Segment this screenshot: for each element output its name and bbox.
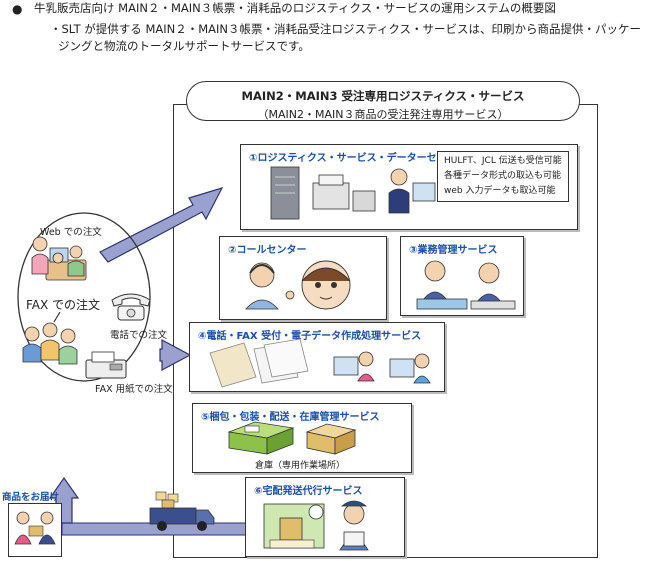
telephone-icon [111, 293, 151, 321]
service-2-label: ②コールセンター [228, 245, 307, 256]
bullet-mark: ● [12, 2, 23, 16]
service-2-call-center: ②コールセンター [219, 236, 387, 320]
delivery-truck-icon [149, 491, 215, 531]
delivery-label: 商品をお届け [2, 492, 60, 503]
header-line-2: ・SLT が提供する MAIN２・MAIN３帳票・消耗品受注ロジスティクス・サー… [50, 22, 641, 36]
fax-order-people-icon [22, 311, 78, 365]
diagram-subtitle: （MAIN2・MAIN３商品の受注発注専用サービス） [257, 108, 509, 121]
warehouse-caption: 倉庫（専用作業場所） [255, 461, 346, 471]
managers-icon [416, 260, 516, 310]
header-line-1: 牛乳販売店向け MAIN２・MAIN３帳票・消耗品のロジスティクス・サービスの運… [34, 1, 556, 15]
customer-group [17, 212, 151, 382]
service-3-label: ③業務管理サービス [409, 245, 498, 256]
call-center-operators-icon [245, 260, 351, 310]
fax-machine-icon [85, 351, 127, 379]
phone-order-label: 電話での注文 [110, 330, 168, 341]
service-1-data-center: ①ロジスティクス・サービス・データーセンター HULFT、JCL 伝送も受信可能… [240, 144, 578, 230]
service-1-label: ①ロジスティクス・サービス・データーセンター [249, 153, 467, 164]
web-order-people-icon [31, 236, 87, 281]
service-4-order-processing: ④電話・FAX 受付・電子データ作成処理サービス [189, 322, 445, 392]
title-box: MAIN2・MAIN3 受注専用ロジスティクス・サービス （MAIN2・MAIN… [186, 81, 580, 121]
delivery-worker-icon [263, 500, 369, 551]
info-line-2: 各種データ形式の取込も可能 [444, 171, 562, 181]
server-and-operator-icon [270, 166, 436, 220]
fax-order-label: FAX での注文 [26, 298, 101, 312]
service-5-label: ⑤梱包・包装・配送・在庫管理サービス [201, 412, 380, 423]
documents-and-operators-icon [209, 338, 431, 388]
phone-to-service4-arrow [159, 338, 192, 372]
packages-icon [227, 421, 357, 455]
header-line-3: ジングと物流のトータルサポートサービスです。 [58, 39, 310, 53]
service-6-label: ⑥宅配発送代行サービス [254, 486, 363, 497]
service-3-business-management: ③業務管理サービス [400, 236, 524, 316]
service-4-label: ④電話・FAX 受付・電子データ作成処理サービス [198, 331, 422, 342]
diagram-title: MAIN2・MAIN3 受注専用ロジスティクス・サービス [241, 89, 525, 103]
info-line-1: HULFT、JCL 伝送も受信可能 [444, 156, 562, 166]
service-6-delivery-agent: ⑥宅配発送代行サービス [245, 477, 405, 557]
web-order-label: Web での注文 [40, 227, 102, 238]
delivery-recipient-box [8, 503, 62, 557]
fax-paper-order-label: FAX 用紙での注文 [95, 384, 173, 395]
recipient-people-icon [14, 511, 56, 545]
web-to-datacenter-arrow [99, 187, 224, 263]
service-5-packing-warehouse: ⑤梱包・包装・配送・在庫管理サービス 倉庫（専用作業場所） [192, 403, 412, 473]
info-line-3: web 入力データも取込可能 [444, 186, 556, 196]
service-1-info: HULFT、JCL 伝送も受信可能 各種データ形式の取込も可能 web 入力デー… [437, 151, 569, 202]
